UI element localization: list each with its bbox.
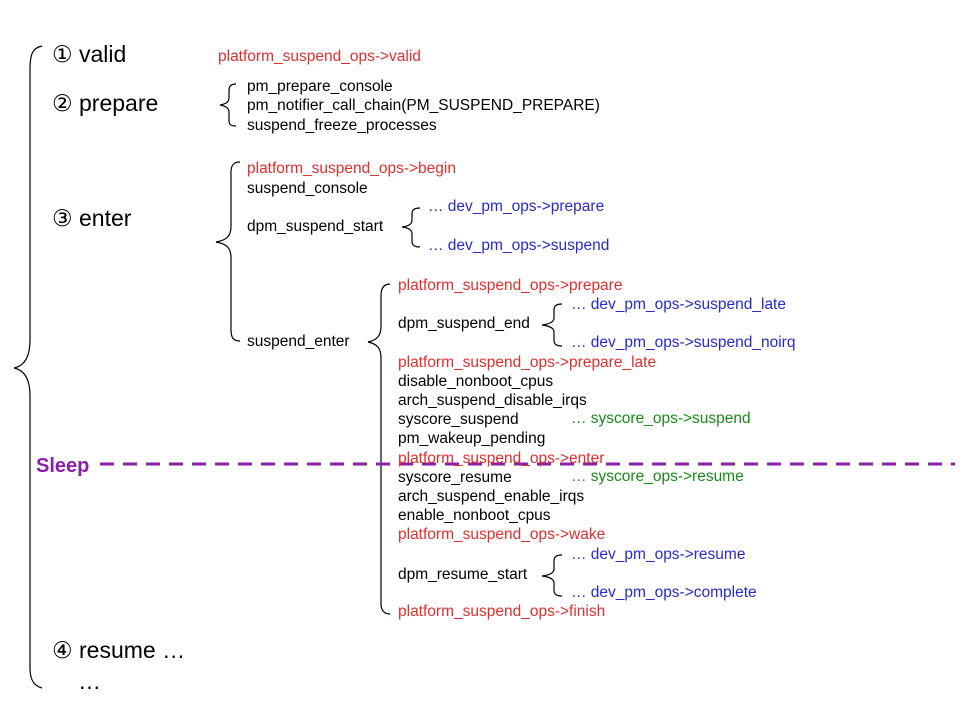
se-syscore-resume: syscore_resume bbox=[398, 469, 512, 486]
dev-pm-prepare: … dev_pm_ops->prepare bbox=[428, 198, 605, 215]
se-dpm-resume-start: dpm_resume_start bbox=[398, 566, 528, 583]
se-prepare-late: platform_suspend_ops->prepare_late bbox=[398, 354, 657, 371]
dev-pm-resume: … dev_pm_ops->resume bbox=[571, 546, 746, 563]
enter-suspend-console: suspend_console bbox=[247, 180, 368, 197]
syscore-ops-resume: … syscore_ops->resume bbox=[571, 468, 744, 485]
prepare-call: pm_notifier_call_chain(PM_SUSPEND_PREPAR… bbox=[247, 97, 600, 114]
prepare-call: pm_prepare_console bbox=[247, 78, 393, 95]
se-syscore-suspend: syscore_suspend bbox=[398, 411, 519, 428]
enter-begin: platform_suspend_ops->begin bbox=[247, 160, 456, 177]
se-dpm-suspend-end: dpm_suspend_end bbox=[398, 315, 530, 332]
step-resume: ④ resume … bbox=[52, 637, 186, 663]
se-enable-nonboot-cpus: enable_nonboot_cpus bbox=[398, 507, 551, 524]
prepare-brace bbox=[219, 83, 237, 127]
dpm-suspend-start-brace bbox=[401, 207, 421, 248]
step-enter: ③ enter bbox=[52, 205, 132, 231]
valid-call: platform_suspend_ops->valid bbox=[218, 48, 421, 65]
enter-suspend-enter: suspend_enter bbox=[247, 333, 350, 350]
se-enter: platform_suspend_ops->enter bbox=[398, 450, 605, 467]
se-arch-enable-irqs: arch_suspend_enable_irqs bbox=[398, 488, 585, 505]
enter-dpm-suspend-start: dpm_suspend_start bbox=[247, 218, 384, 235]
se-pm-wakeup-pending: pm_wakeup_pending bbox=[398, 430, 546, 447]
step-more: … bbox=[78, 668, 101, 694]
suspend-enter-brace bbox=[367, 283, 391, 615]
dpm-suspend-end-brace bbox=[541, 303, 563, 347]
syscore-ops-suspend: … syscore_ops->suspend bbox=[571, 410, 751, 427]
se-disable-nonboot-cpus: disable_nonboot_cpus bbox=[398, 373, 554, 390]
dev-pm-suspend: … dev_pm_ops->suspend bbox=[428, 237, 610, 254]
dpm-resume-start-brace bbox=[541, 554, 563, 597]
se-wake: platform_suspend_ops->wake bbox=[398, 526, 606, 543]
dev-pm-suspend-noirq: … dev_pm_ops->suspend_noirq bbox=[571, 334, 796, 351]
sleep-label: Sleep bbox=[36, 455, 90, 477]
step-prepare: ② prepare bbox=[52, 90, 159, 116]
dev-pm-suspend-late: … dev_pm_ops->suspend_late bbox=[571, 296, 786, 313]
main-brace bbox=[13, 45, 43, 689]
dev-pm-complete: … dev_pm_ops->complete bbox=[571, 584, 757, 601]
se-finish: platform_suspend_ops->finish bbox=[398, 603, 606, 620]
enter-brace bbox=[215, 161, 241, 342]
se-arch-disable-irqs: arch_suspend_disable_irqs bbox=[398, 392, 587, 409]
se-prepare: platform_suspend_ops->prepare bbox=[398, 277, 623, 294]
prepare-call: suspend_freeze_processes bbox=[247, 117, 437, 134]
step-valid: ① valid bbox=[52, 41, 127, 67]
